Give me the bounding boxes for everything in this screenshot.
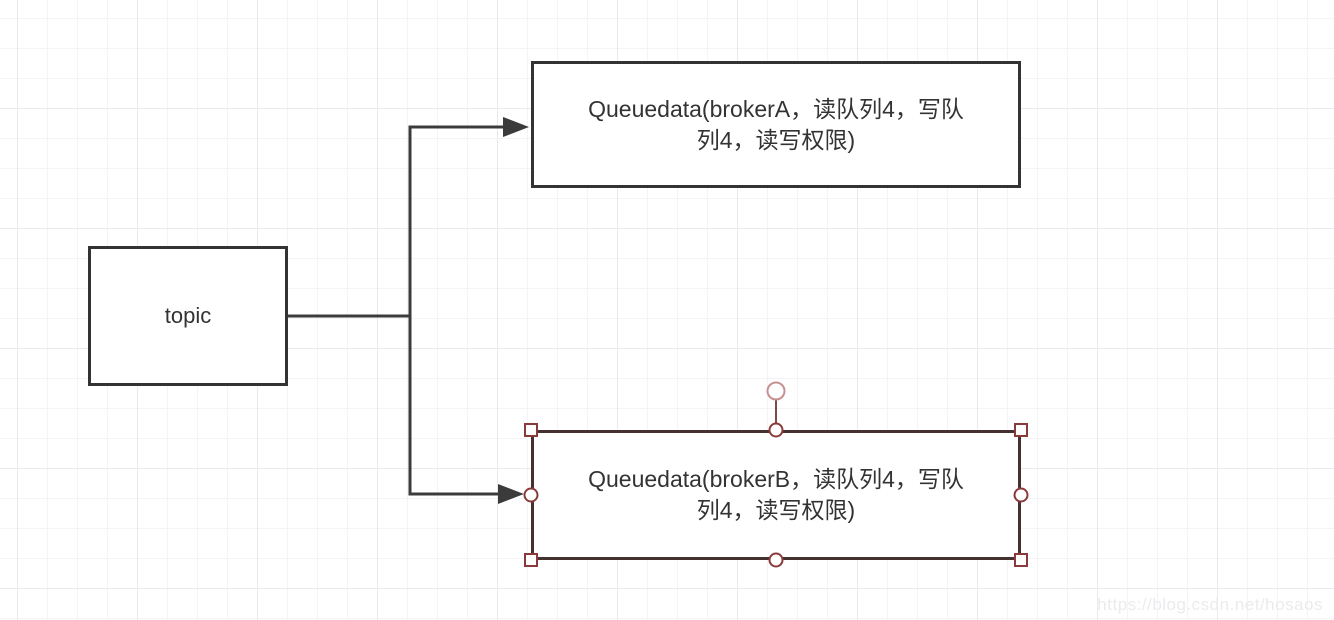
node-topic[interactable]: topic — [88, 246, 288, 386]
node-queuedata-brokerA[interactable]: Queuedata(brokerA，读队列4，写队 列4，读写权限) — [531, 61, 1021, 188]
rotate-handle-stem — [775, 399, 777, 423]
connection-handle-right[interactable] — [1013, 487, 1029, 503]
node-queuedata-brokerB[interactable]: Queuedata(brokerB，读队列4，写队 列4，读写权限) — [531, 430, 1021, 560]
arrowhead-brokerA — [503, 117, 529, 137]
node-brokerB-label-line2: 列4，读写权限) — [696, 497, 856, 523]
resize-handle-top-left[interactable] — [524, 423, 538, 437]
rotate-handle[interactable] — [766, 381, 786, 401]
watermark-url: https://blog.csdn.net/hosaos — [1097, 595, 1323, 614]
node-topic-label: topic — [164, 303, 212, 328]
arrowhead-brokerB — [498, 484, 524, 504]
connection-handle-left[interactable] — [523, 487, 539, 503]
node-brokerA-label-line2: 列4，读写权限) — [696, 126, 856, 153]
resize-handle-bottom-right[interactable] — [1014, 553, 1028, 567]
node-brokerB-label-line1: Queuedata(brokerB，读队列4，写队 — [588, 466, 964, 492]
connection-handle-top[interactable] — [768, 422, 784, 438]
resize-handle-top-right[interactable] — [1014, 423, 1028, 437]
connector-topic-to-brokerA[interactable] — [288, 117, 529, 318]
resize-handle-bottom-left[interactable] — [524, 553, 538, 567]
connector-topic-to-brokerB[interactable] — [408, 316, 524, 504]
connection-handle-bottom[interactable] — [768, 552, 784, 568]
node-brokerA-label-line1: Queuedata(brokerA，读队列4，写队 — [588, 95, 964, 122]
